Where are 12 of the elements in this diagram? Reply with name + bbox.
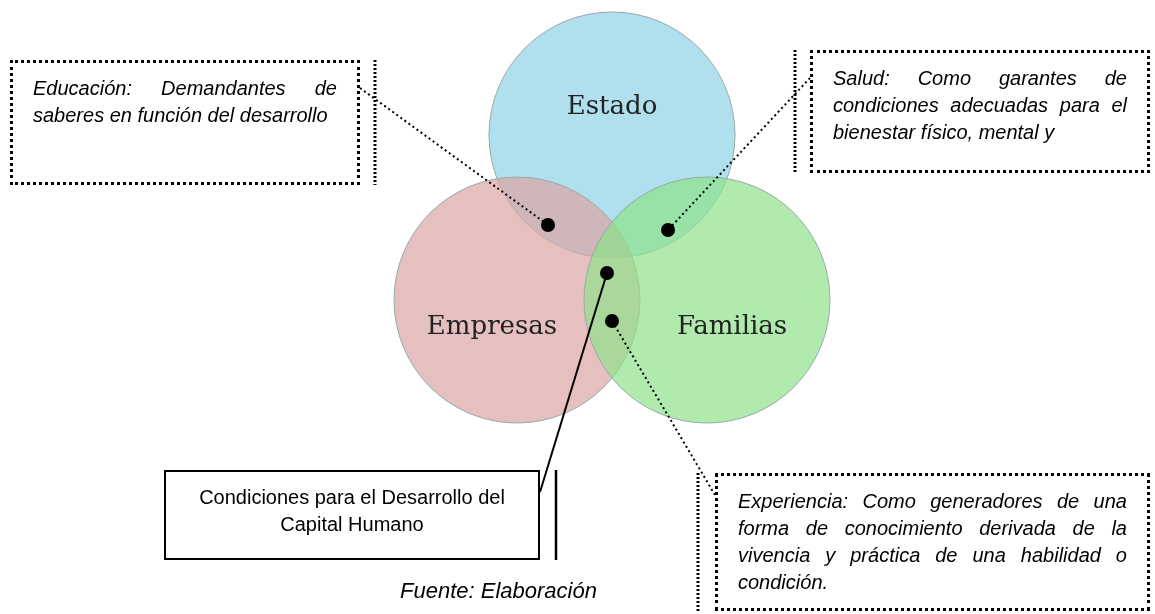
- callout-box: Experiencia: Como generadores de una forma de conocimiento derivada de la vivencia y práctica de una habilidad o condición.: [715, 473, 1150, 611]
- leader-line: [539, 266, 614, 493]
- leader-line: [605, 314, 716, 496]
- circle-label: Estado: [566, 90, 658, 120]
- callout-box: Salud: Como garantes de condiciones adecuadas para el bienestar físico, mental y: [810, 50, 1150, 173]
- callout-box: Condiciones para el Desarrollo del Capital Humano: [164, 470, 540, 560]
- callout-box: Educación: Demandantes de saberes en función del desarrollo: [10, 60, 360, 185]
- circle-label: Empresas: [426, 310, 558, 340]
- leader-line: [359, 87, 555, 232]
- caption: Fuente: Elaboración: [400, 578, 597, 604]
- leader-line: [661, 77, 811, 237]
- circle-label: Familias: [676, 310, 788, 340]
